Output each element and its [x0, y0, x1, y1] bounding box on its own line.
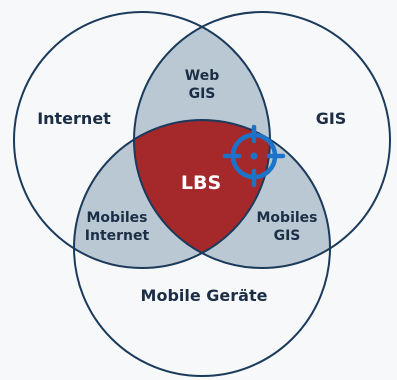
- crosshair-target-icon: [222, 124, 286, 188]
- label-center-lbs: LBS: [181, 172, 221, 194]
- label-mobile-gis-line2: GIS: [274, 228, 301, 244]
- label-gis: GIS: [316, 109, 347, 128]
- label-mobile-internet-line2: Internet: [85, 228, 150, 244]
- label-mobile-internet-line1: Mobiles: [87, 210, 148, 226]
- label-web-gis-line2: GIS: [189, 86, 216, 102]
- label-web-gis-line1: Web: [185, 68, 219, 84]
- label-internet: Internet: [37, 109, 111, 128]
- label-mobile-gis-line1: Mobiles: [257, 210, 318, 226]
- label-mobile-devices: Mobile Geräte: [141, 286, 268, 305]
- circle-mobile-devices: [73, 119, 331, 377]
